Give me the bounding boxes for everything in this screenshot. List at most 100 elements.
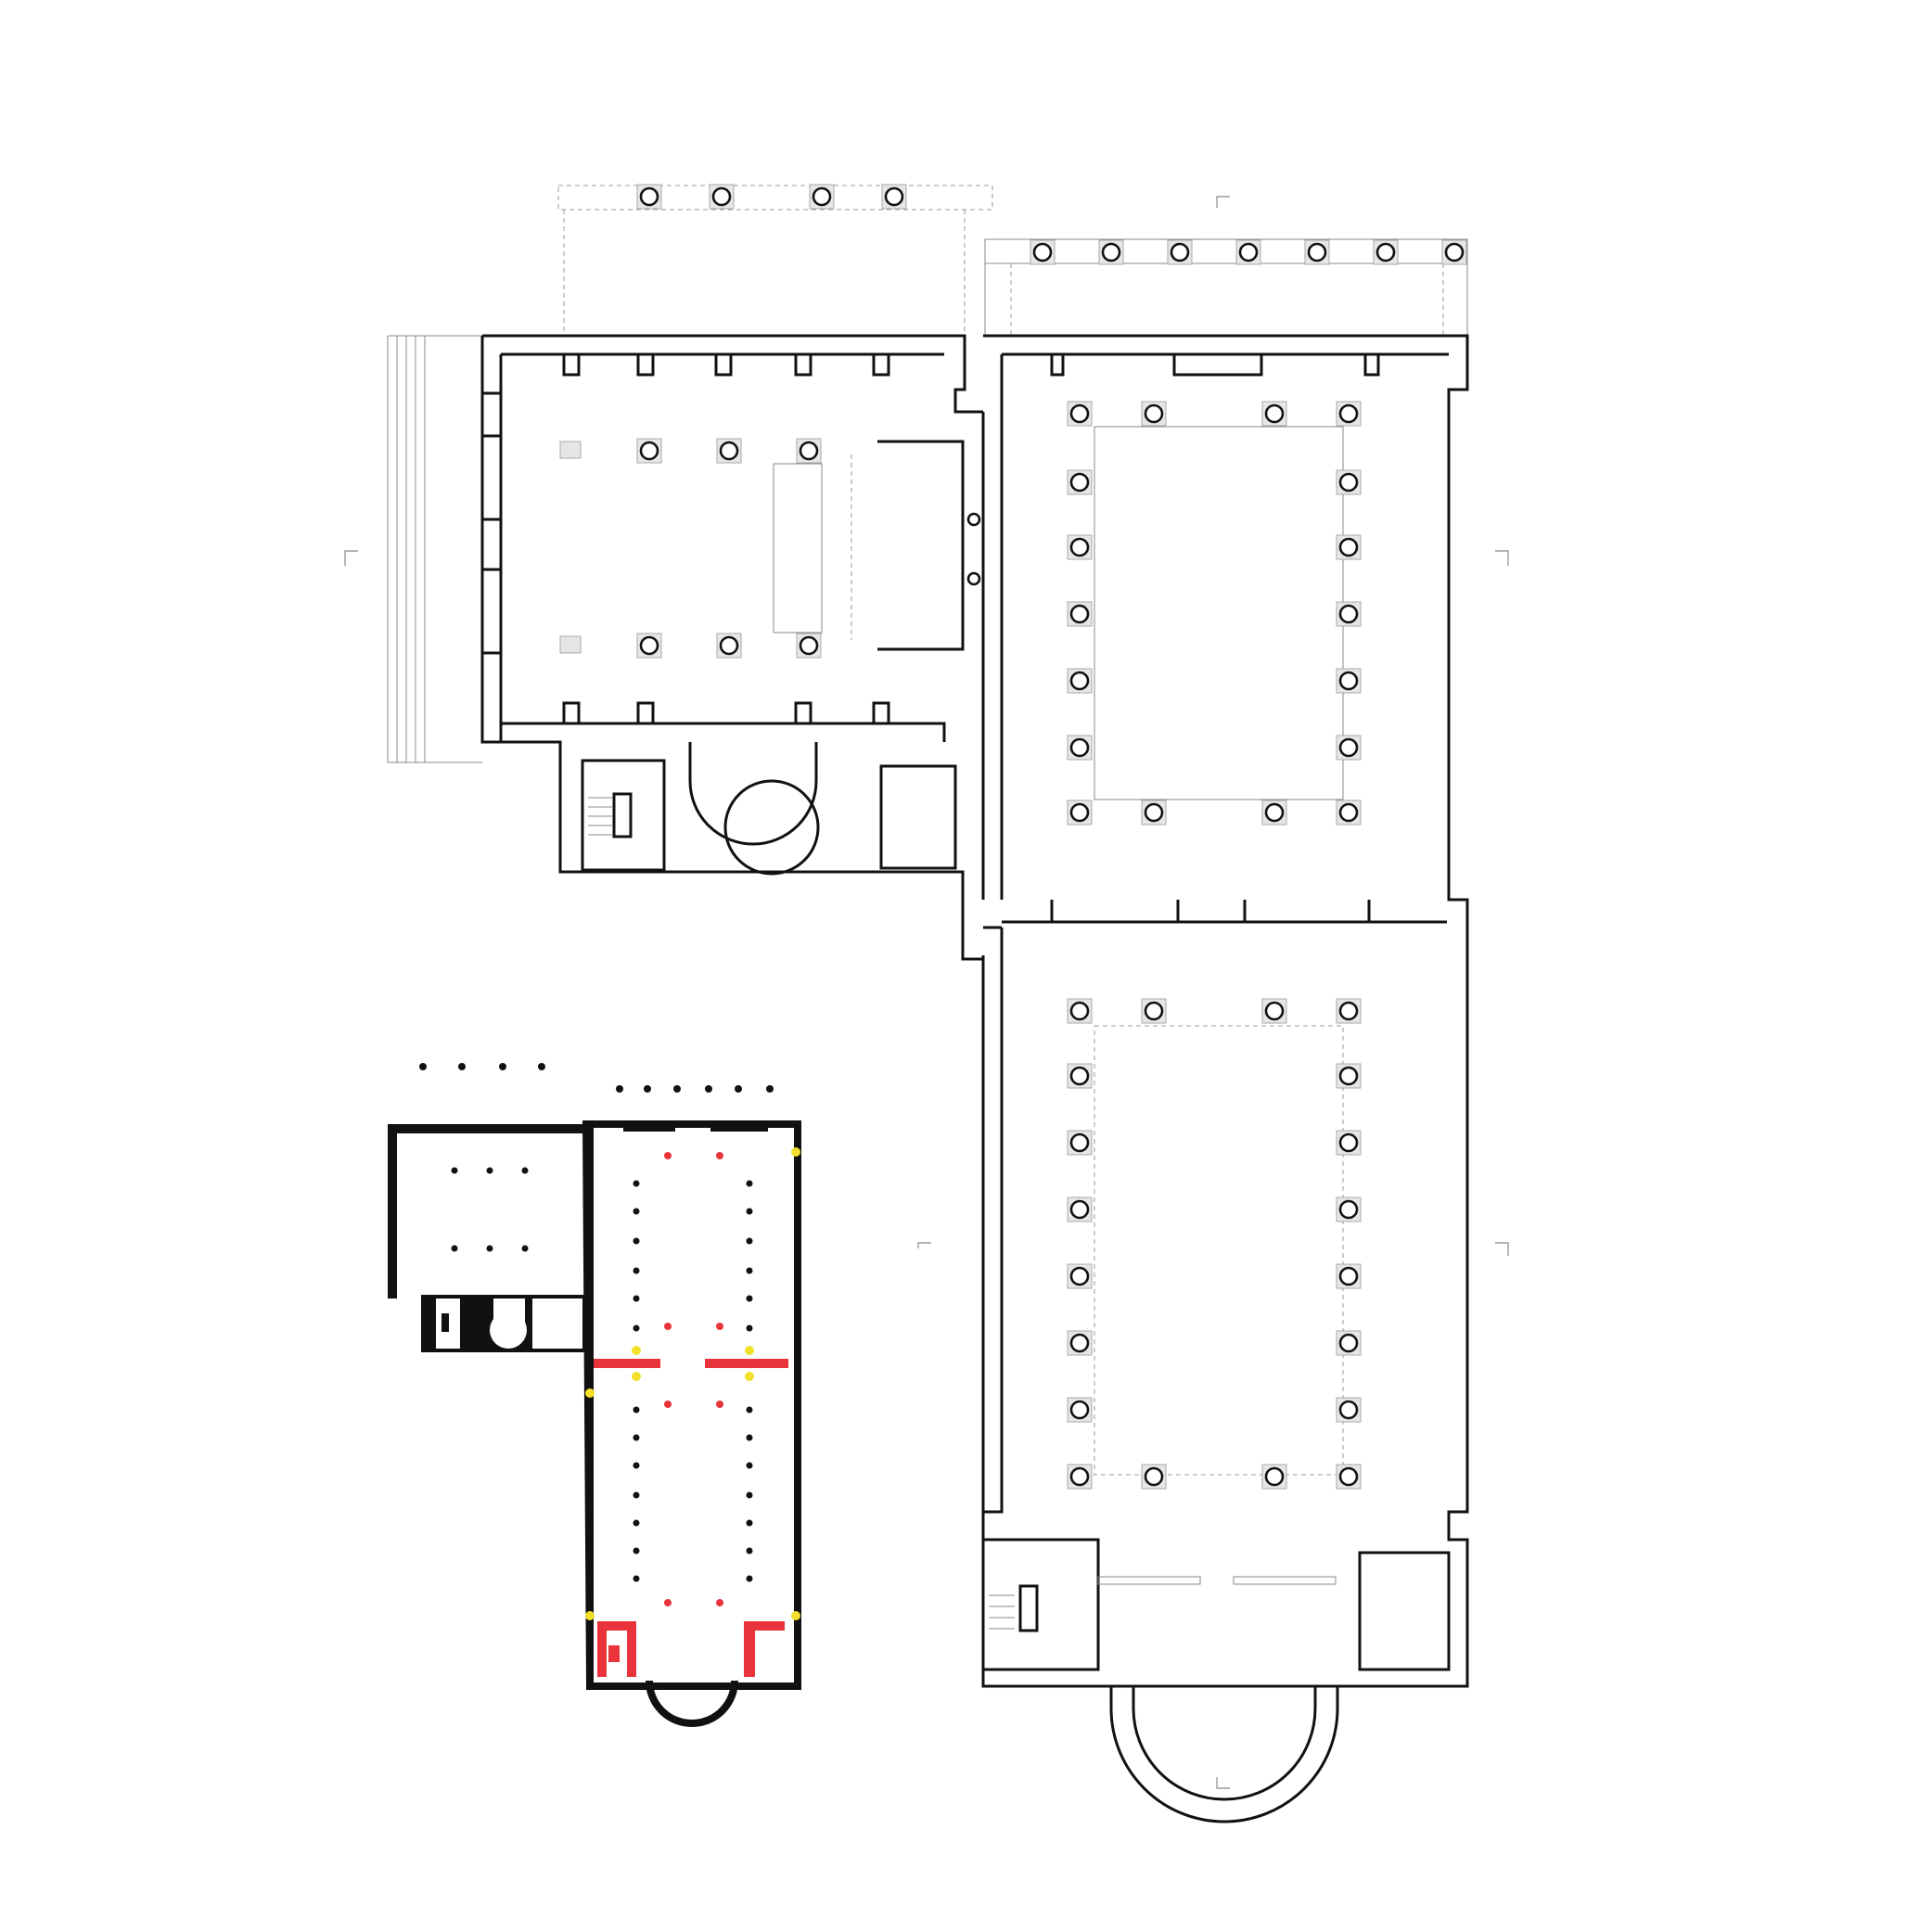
south-hall-column [1264,1466,1285,1487]
key-new-column [664,1152,672,1159]
key-column [644,1085,651,1093]
key-column [673,1085,681,1093]
north-portico-column [812,186,832,207]
south-hall-column [1069,1400,1090,1420]
south-hall-column [1069,1466,1090,1487]
key-highlight [745,1372,754,1381]
south-hall-column [1069,1266,1090,1286]
south-hall-column [1338,1132,1359,1153]
wall-column [966,571,981,586]
north-portico-column [639,186,659,207]
east-portico-column [1444,242,1465,262]
key-highlight [585,1388,595,1398]
south-hall-column [1338,1066,1359,1086]
key-plan [388,1063,801,1727]
key-column [419,1063,427,1070]
key-column [486,1245,493,1252]
key-column [633,1208,640,1215]
portico-guides [557,185,1468,336]
east-portico-column [1170,242,1190,262]
east-hall-column [1144,403,1164,424]
key-column [633,1406,640,1414]
section-markers [344,196,1509,1789]
key-plan-columns [419,1063,774,1606]
south-hall-column [1069,1132,1090,1153]
key-highlight [632,1372,641,1381]
key-column [633,1237,640,1245]
colonnade-guides [1094,426,1344,1476]
south-hall-column [1069,1333,1090,1353]
south-hall-column [1338,1266,1359,1286]
west-steps [387,335,482,763]
key-highlight [791,1611,800,1620]
key-column [746,1462,753,1469]
east-hall-column [1069,537,1090,557]
key-column [633,1434,640,1441]
west-hall-column [799,441,819,461]
south-hall-column [1144,1001,1164,1021]
key-column [633,1519,640,1527]
east-hall-column [1338,802,1359,823]
east-hall-column [1069,802,1090,823]
key-column [746,1575,753,1582]
key-column [633,1267,640,1274]
key-column [633,1491,640,1499]
key-column [746,1180,753,1187]
west-hall-column [799,635,819,656]
north-portico-column [711,186,732,207]
east-hall-column [1338,671,1359,691]
key-column [746,1208,753,1215]
key-column [451,1245,458,1252]
south-hall-column [1338,1199,1359,1220]
south-hall-column [1338,1400,1359,1420]
east-hall-column [1069,671,1090,691]
key-new-column [664,1599,672,1606]
key-plan-highlights [585,1147,800,1620]
key-column [633,1462,640,1469]
key-highlight [632,1346,641,1355]
east-hall-column [1144,802,1164,823]
east-hall-column [1338,403,1359,424]
west-hall-column [719,441,739,461]
south-hall-column [1069,1001,1090,1021]
west-block-columns [559,441,582,654]
key-column [746,1324,753,1332]
east-hall-column [1069,472,1090,493]
south-hall-column [1144,1466,1164,1487]
east-portico-column [1101,242,1121,262]
key-plan-walls [388,1120,801,1727]
key-new-column [716,1599,723,1606]
key-column [616,1085,623,1093]
key-column [735,1085,742,1093]
key-plan-new-elements [594,1359,788,1677]
key-column [633,1575,640,1582]
wall-column [966,512,981,527]
key-column [746,1434,753,1441]
east-hall-column [1338,537,1359,557]
key-highlight [585,1611,595,1620]
key-column [633,1547,640,1555]
west-hall-column [639,635,659,656]
key-column [633,1295,640,1302]
key-highlight [745,1346,754,1355]
east-hall-column [1338,604,1359,624]
key-new-column [664,1323,672,1330]
key-column [746,1519,753,1527]
key-column [451,1167,458,1174]
east-hall-column [1338,472,1359,493]
key-column [458,1063,466,1070]
key-column [746,1547,753,1555]
columns [636,184,1467,1490]
east-portico-column [1238,242,1259,262]
east-hall-column [1264,802,1285,823]
key-column [746,1237,753,1245]
east-hall-column [1069,737,1090,758]
east-portico-column [1307,242,1327,262]
east-portico-column [1375,242,1396,262]
main-floor-plan [344,184,1509,1823]
key-column [746,1491,753,1499]
west-service-rooms [581,742,957,876]
east-hall-column [1069,604,1090,624]
key-highlight [791,1147,800,1157]
